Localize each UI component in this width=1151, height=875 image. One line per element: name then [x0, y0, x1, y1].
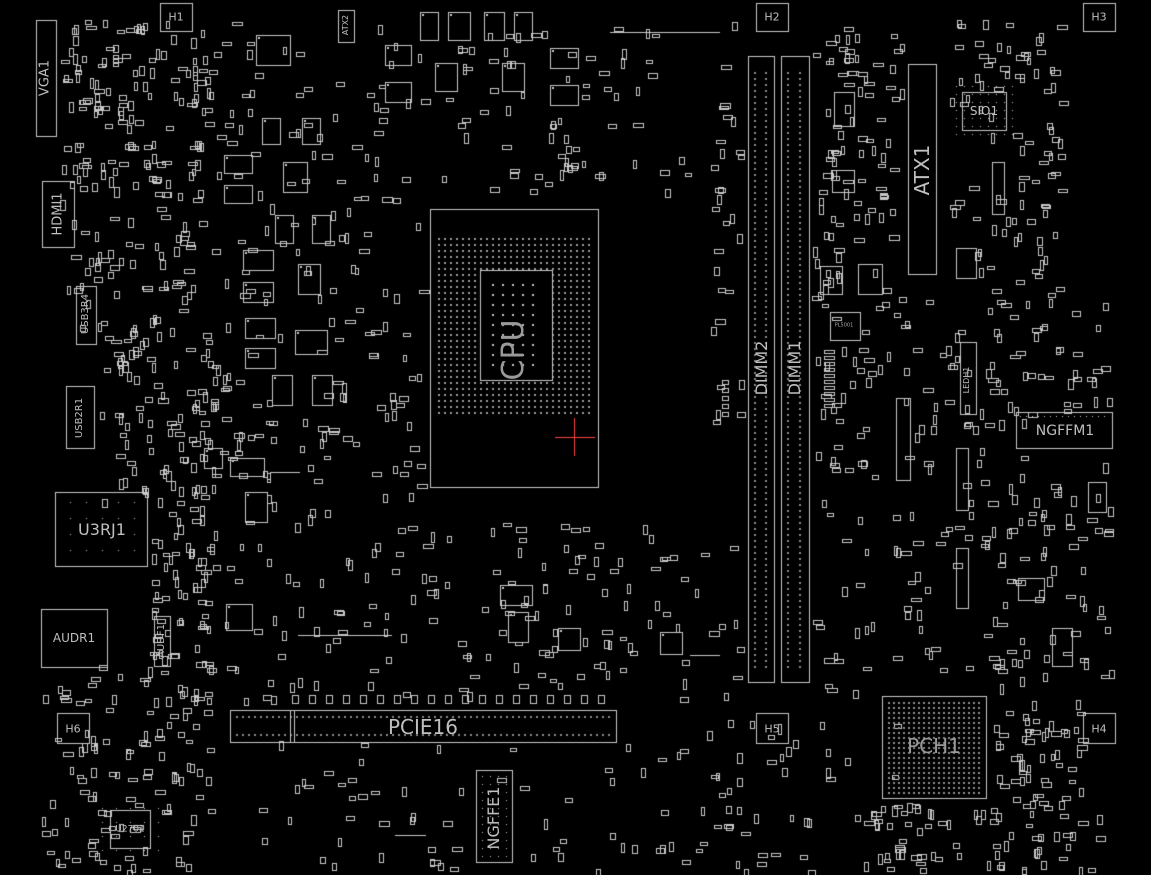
- board-layout-canvas: [0, 0, 1151, 875]
